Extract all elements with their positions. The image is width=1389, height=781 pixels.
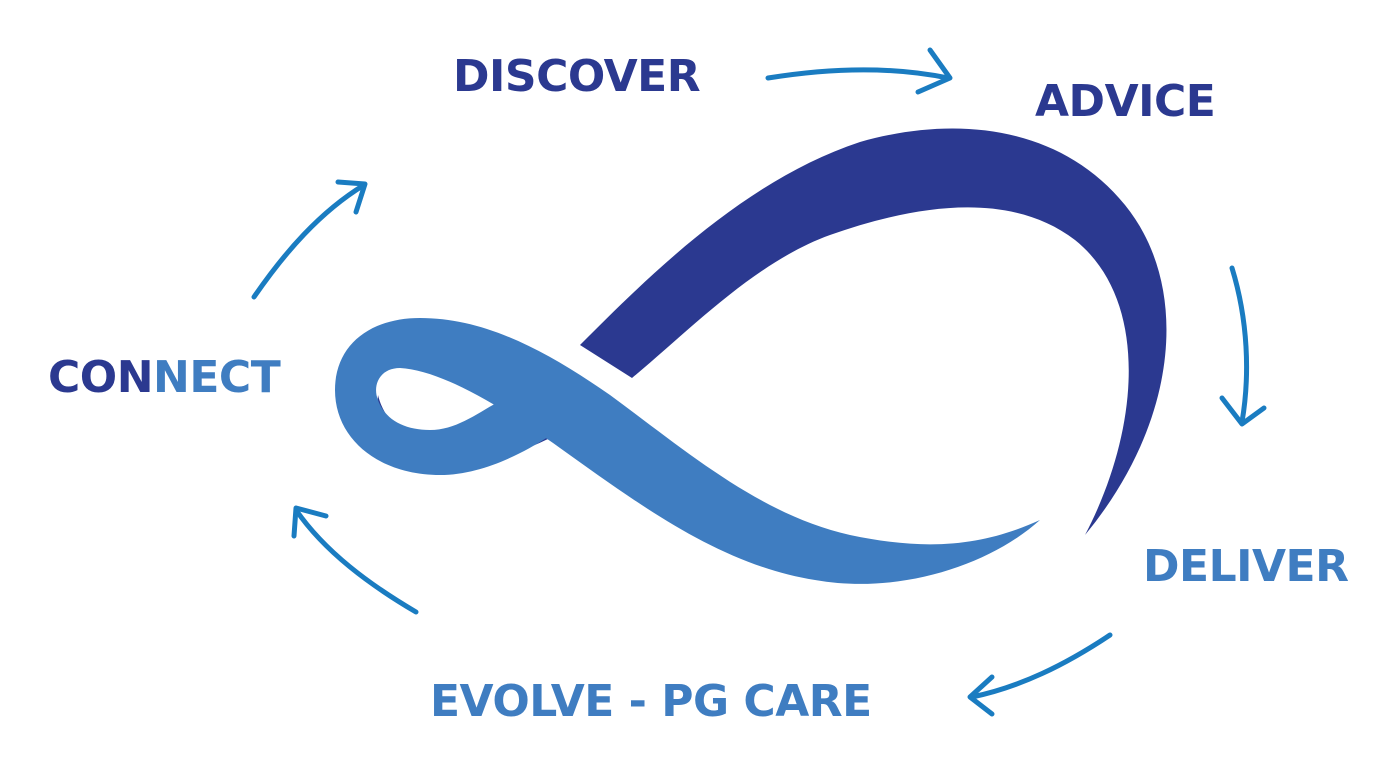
step-label-evolve: EVOLVE - PG CARE [430, 676, 872, 727]
connect-label-part1: CON [48, 352, 154, 403]
step-label-connect: CONNECT [48, 356, 281, 400]
infinity-loop-icon [335, 128, 1167, 584]
arrow-deliver-to-evolve-icon [967, 632, 1113, 717]
connect-label-part2: NECT [153, 352, 281, 403]
infinity-light-ribbon [335, 318, 1040, 584]
arrow-advice-to-deliver-icon [1219, 265, 1267, 427]
arrow-discover-to-advice-icon [765, 47, 953, 95]
arrow-evolve-to-connect-icon [291, 505, 419, 615]
step-label-discover: DISCOVER [453, 51, 701, 102]
step-label-deliver: DELIVER [1143, 541, 1349, 592]
arrow-connect-to-discover-icon [251, 179, 368, 300]
step-label-advice: ADVICE [1035, 76, 1216, 127]
infinity-dark-loop [580, 128, 1167, 535]
